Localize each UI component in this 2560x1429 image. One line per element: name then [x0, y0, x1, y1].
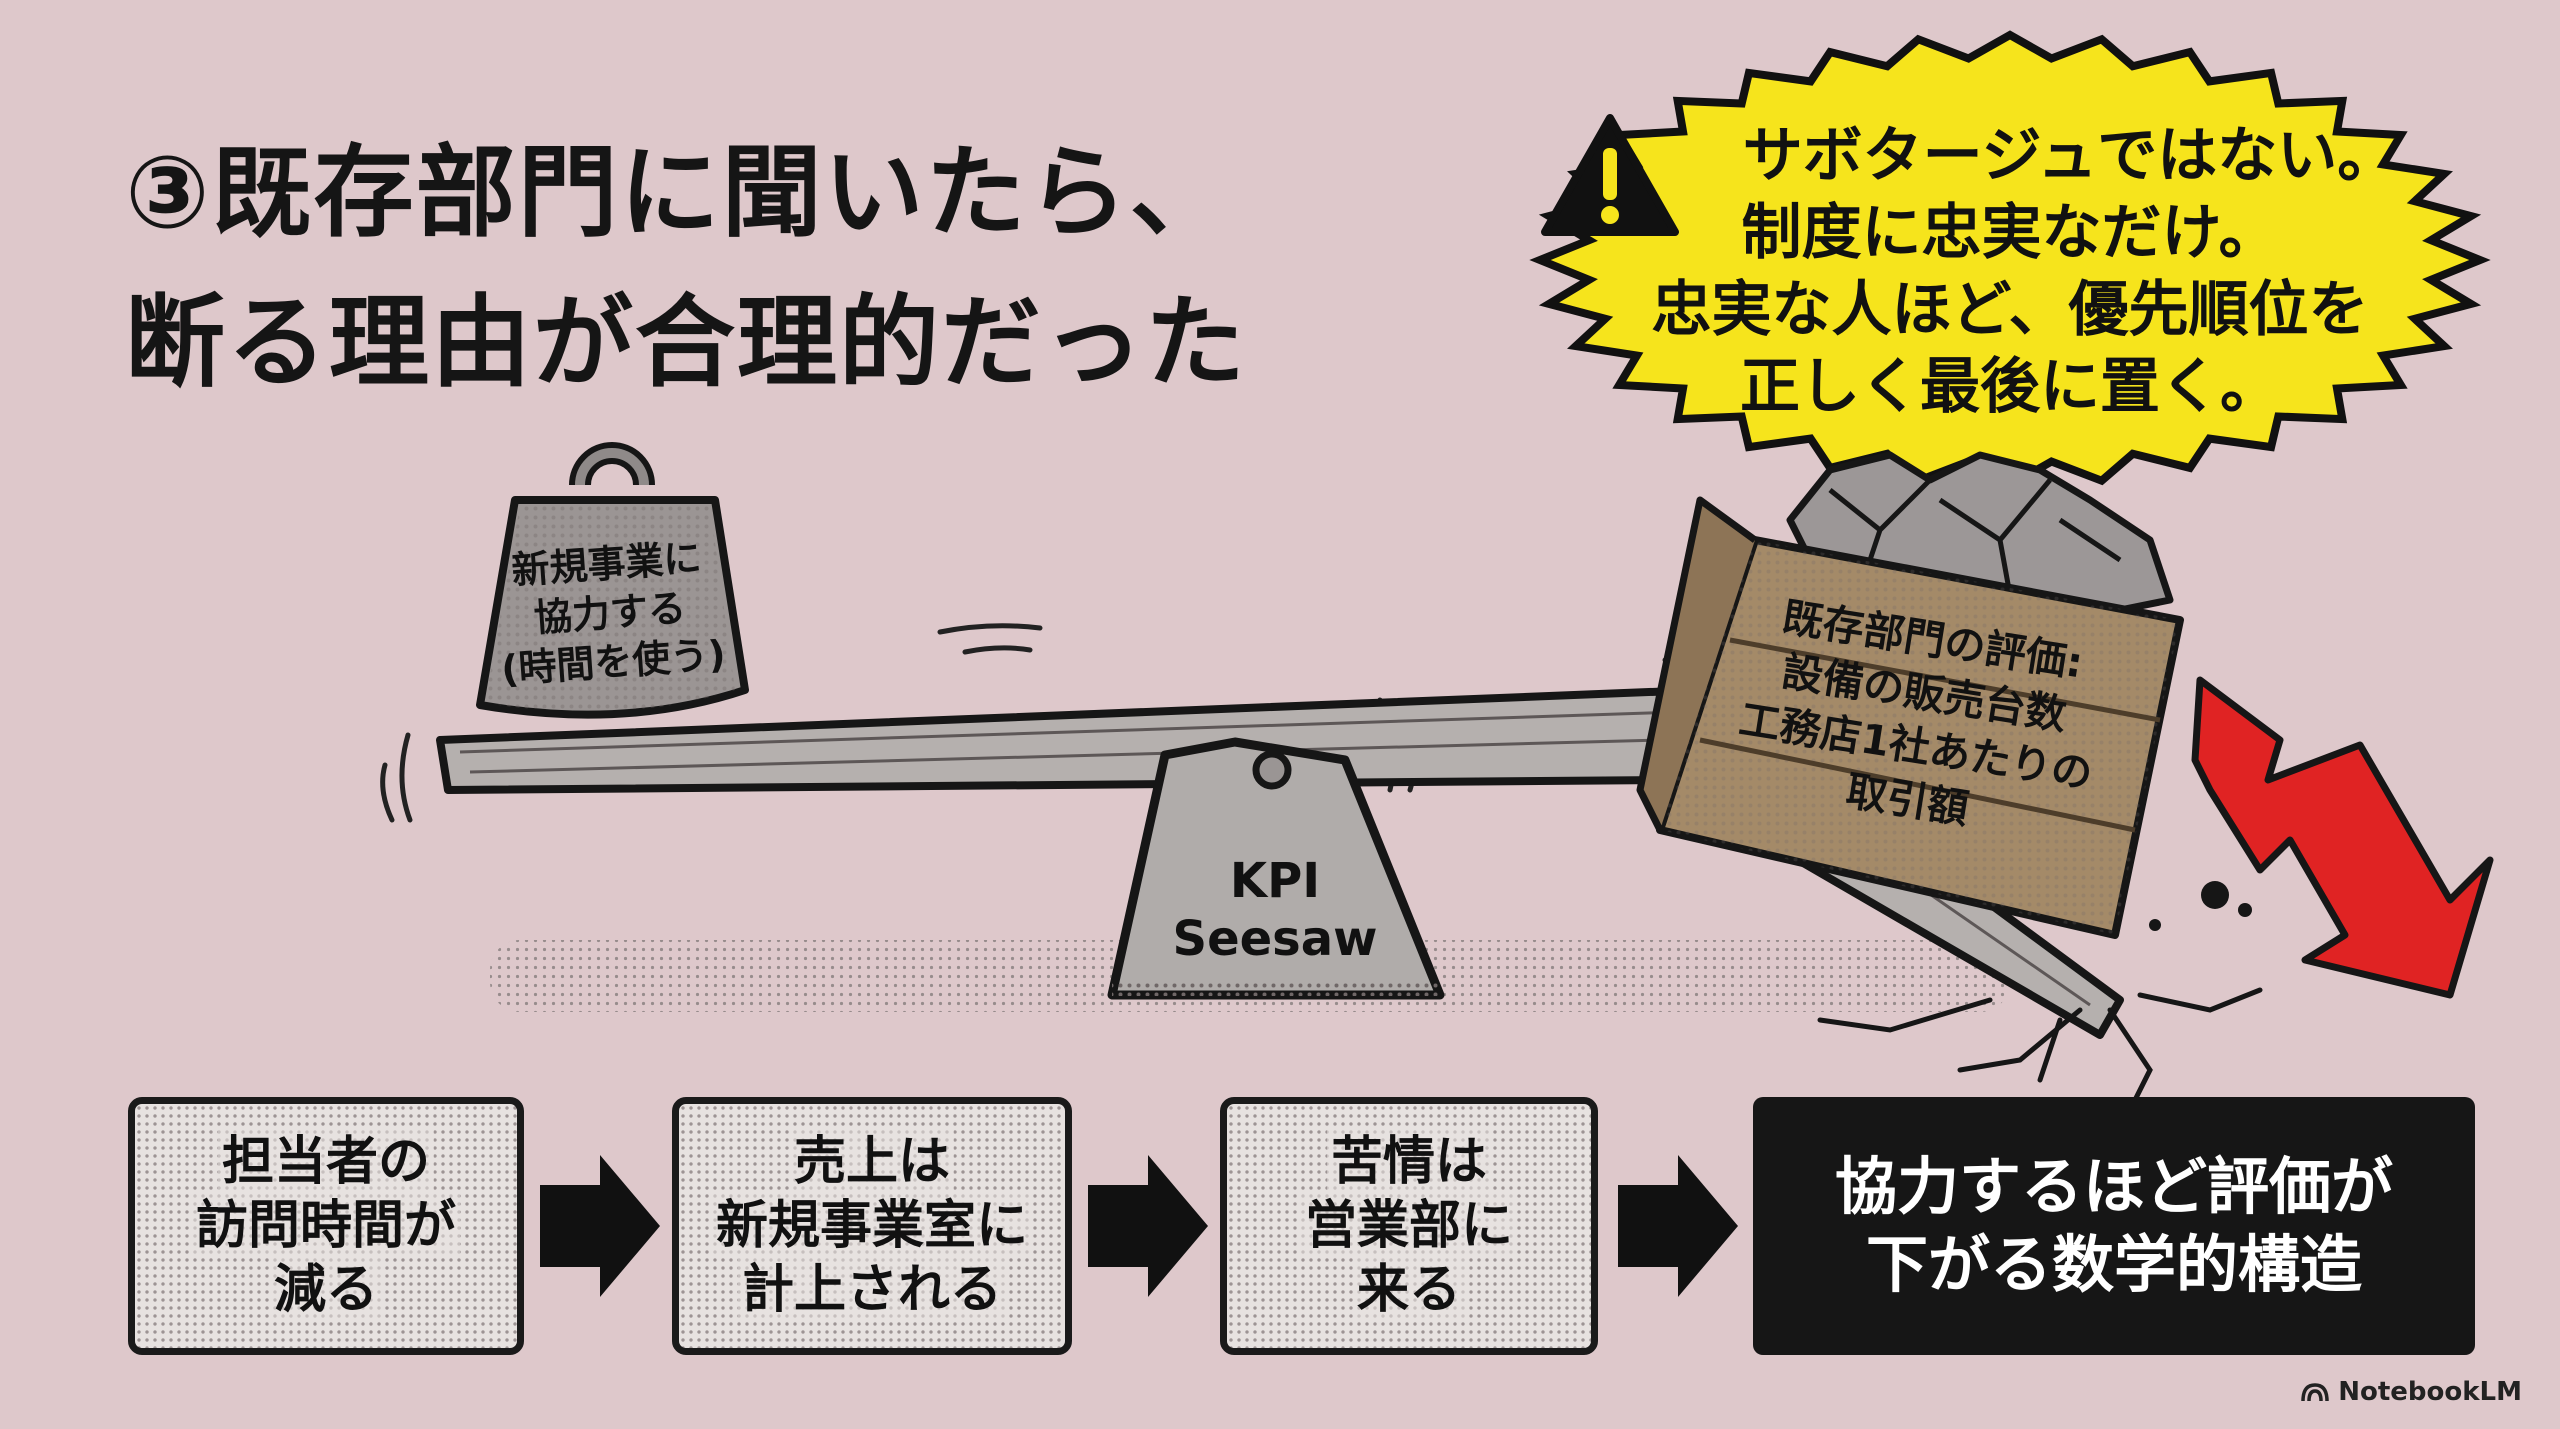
warning-burst: [1529, 30, 2491, 490]
warning-line-2: 制度に忠実なだけ。: [1741, 198, 2279, 268]
brand-label: NotebookLM: [2338, 1377, 2522, 1407]
warning-line-1: サボタージュではない。: [1742, 121, 2398, 191]
flow-step-2-line-3: 計上される: [737, 1258, 1006, 1322]
flow-step-1-line-3: 減る: [269, 1258, 382, 1322]
flow-step-2-line-2: 新規事業室に: [711, 1194, 1032, 1258]
page-title: ③既存部門に聞いたら、 断る理由が合理的だった: [125, 118, 1525, 418]
flow-step-3-line-3: 来る: [1352, 1258, 1465, 1322]
flow-arrow-1-icon: [540, 1155, 660, 1297]
title-line-2: 断る理由が合理的だった: [125, 284, 1247, 401]
flow-arrow-3-icon: [1618, 1155, 1738, 1297]
brand-mark: NotebookLM: [2300, 1377, 2522, 1407]
kpi-fulcrum: [1107, 737, 1445, 1000]
warning-line-4: 正しく最後に置く。: [1740, 352, 2280, 422]
flow-step-1-line-1: 担当者の: [217, 1130, 434, 1194]
flow-result-line-2: 下がる数学的構造: [1865, 1228, 2362, 1301]
warning-line-3: 忠実な人ほど、優先順位を: [1651, 275, 2369, 345]
flow-step-1-line-2: 訪問時間が: [191, 1194, 460, 1258]
rock-crate: [1636, 451, 2184, 939]
notebooklm-logo-icon: [2301, 1383, 2329, 1402]
flow-result-line-1: 協力するほど評価が: [1834, 1150, 2393, 1223]
warning-callout: サボタージュではない。 制度に忠実なだけ。 忠実な人ほど、優先順位を 正しく最後…: [1560, 118, 2460, 426]
fulcrum-label-line-2: Seesaw: [1172, 911, 1378, 967]
flow-step-1: 担当者の 訪問時間が 減る: [128, 1097, 524, 1355]
weight-label: 新規事業に 協力する (時間を使う): [460, 530, 760, 697]
flow-result: 協力するほど評価が 下がる数学的構造: [1753, 1097, 2475, 1355]
debris-rocks: [2149, 881, 2252, 931]
title-line-1: ③既存部門に聞いたら、: [125, 134, 1232, 251]
flow-step-3: 苦情は 営業部に 来る: [1220, 1097, 1598, 1355]
warning-triangle-icon: [1541, 114, 1679, 236]
ground-cracks: [1817, 987, 2263, 1113]
fulcrum-label-line-1: KPI: [1229, 853, 1321, 909]
flow-step-2-line-1: 売上は: [789, 1130, 954, 1194]
weight-kettlebell: [476, 442, 749, 719]
trend-down-arrow-icon: [2191, 676, 2494, 999]
flow-step-3-line-1: 苦情は: [1326, 1130, 1491, 1194]
flow-step-3-line-2: 営業部に: [1300, 1194, 1517, 1258]
flow-step-2: 売上は 新規事業室に 計上される: [672, 1097, 1072, 1355]
fulcrum-label: KPI Seesaw: [1140, 852, 1410, 968]
flow-arrow-2-icon: [1088, 1155, 1208, 1297]
